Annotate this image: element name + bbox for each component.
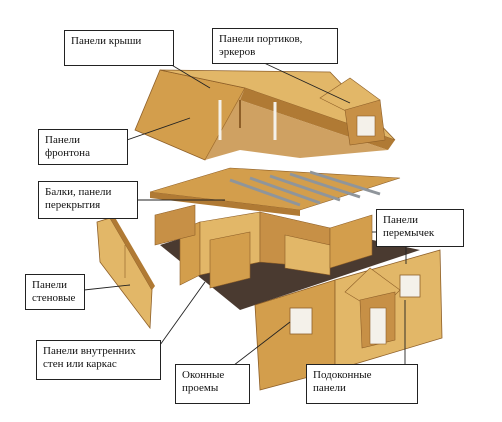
label-roof-panels: Панели крыши	[64, 30, 174, 66]
label-subwindow-panels: Подоконные панели	[306, 364, 418, 404]
left-wall-panel	[96, 214, 155, 330]
internal-wall-frame	[154, 204, 196, 246]
internal-wall	[209, 231, 251, 289]
front-wall-assembly	[254, 249, 443, 391]
label-gable-panels: Панели фронтона	[38, 129, 128, 165]
leader-portico	[261, 61, 351, 104]
ceiling-panel-edge	[150, 192, 300, 216]
porch-door	[369, 307, 387, 345]
window-opening	[399, 274, 421, 298]
floor-assembly	[154, 204, 420, 310]
internal-wall	[284, 234, 331, 276]
internal-wall	[329, 214, 373, 269]
steel-joist	[249, 176, 321, 205]
roof-assembly	[134, 69, 396, 161]
leader-windows	[224, 321, 291, 373]
leader-wall	[83, 284, 131, 291]
steel-joist	[309, 170, 381, 196]
label-portico-panels: Панели портиков, эркеров	[212, 28, 338, 64]
leader-gable	[126, 117, 191, 141]
ceiling-assembly	[149, 167, 401, 216]
label-window-openings: Оконные проемы	[175, 364, 250, 404]
steel-joist	[269, 174, 341, 202]
label-internal-walls: Панели внутренних стен или каркас	[36, 340, 161, 380]
steel-joist	[289, 172, 361, 199]
steel-joist	[229, 178, 301, 207]
label-wall-panels: Панели стеновые	[25, 274, 85, 310]
roof-underside	[205, 88, 388, 160]
leader-internal	[159, 281, 206, 346]
label-lintel-panels: Панели перемычек	[376, 209, 464, 247]
dormer-window	[356, 115, 376, 137]
leader-lines	[83, 51, 407, 373]
window-opening	[289, 307, 313, 335]
label-beams-panels: Балки, панели перекрытия	[38, 181, 138, 219]
